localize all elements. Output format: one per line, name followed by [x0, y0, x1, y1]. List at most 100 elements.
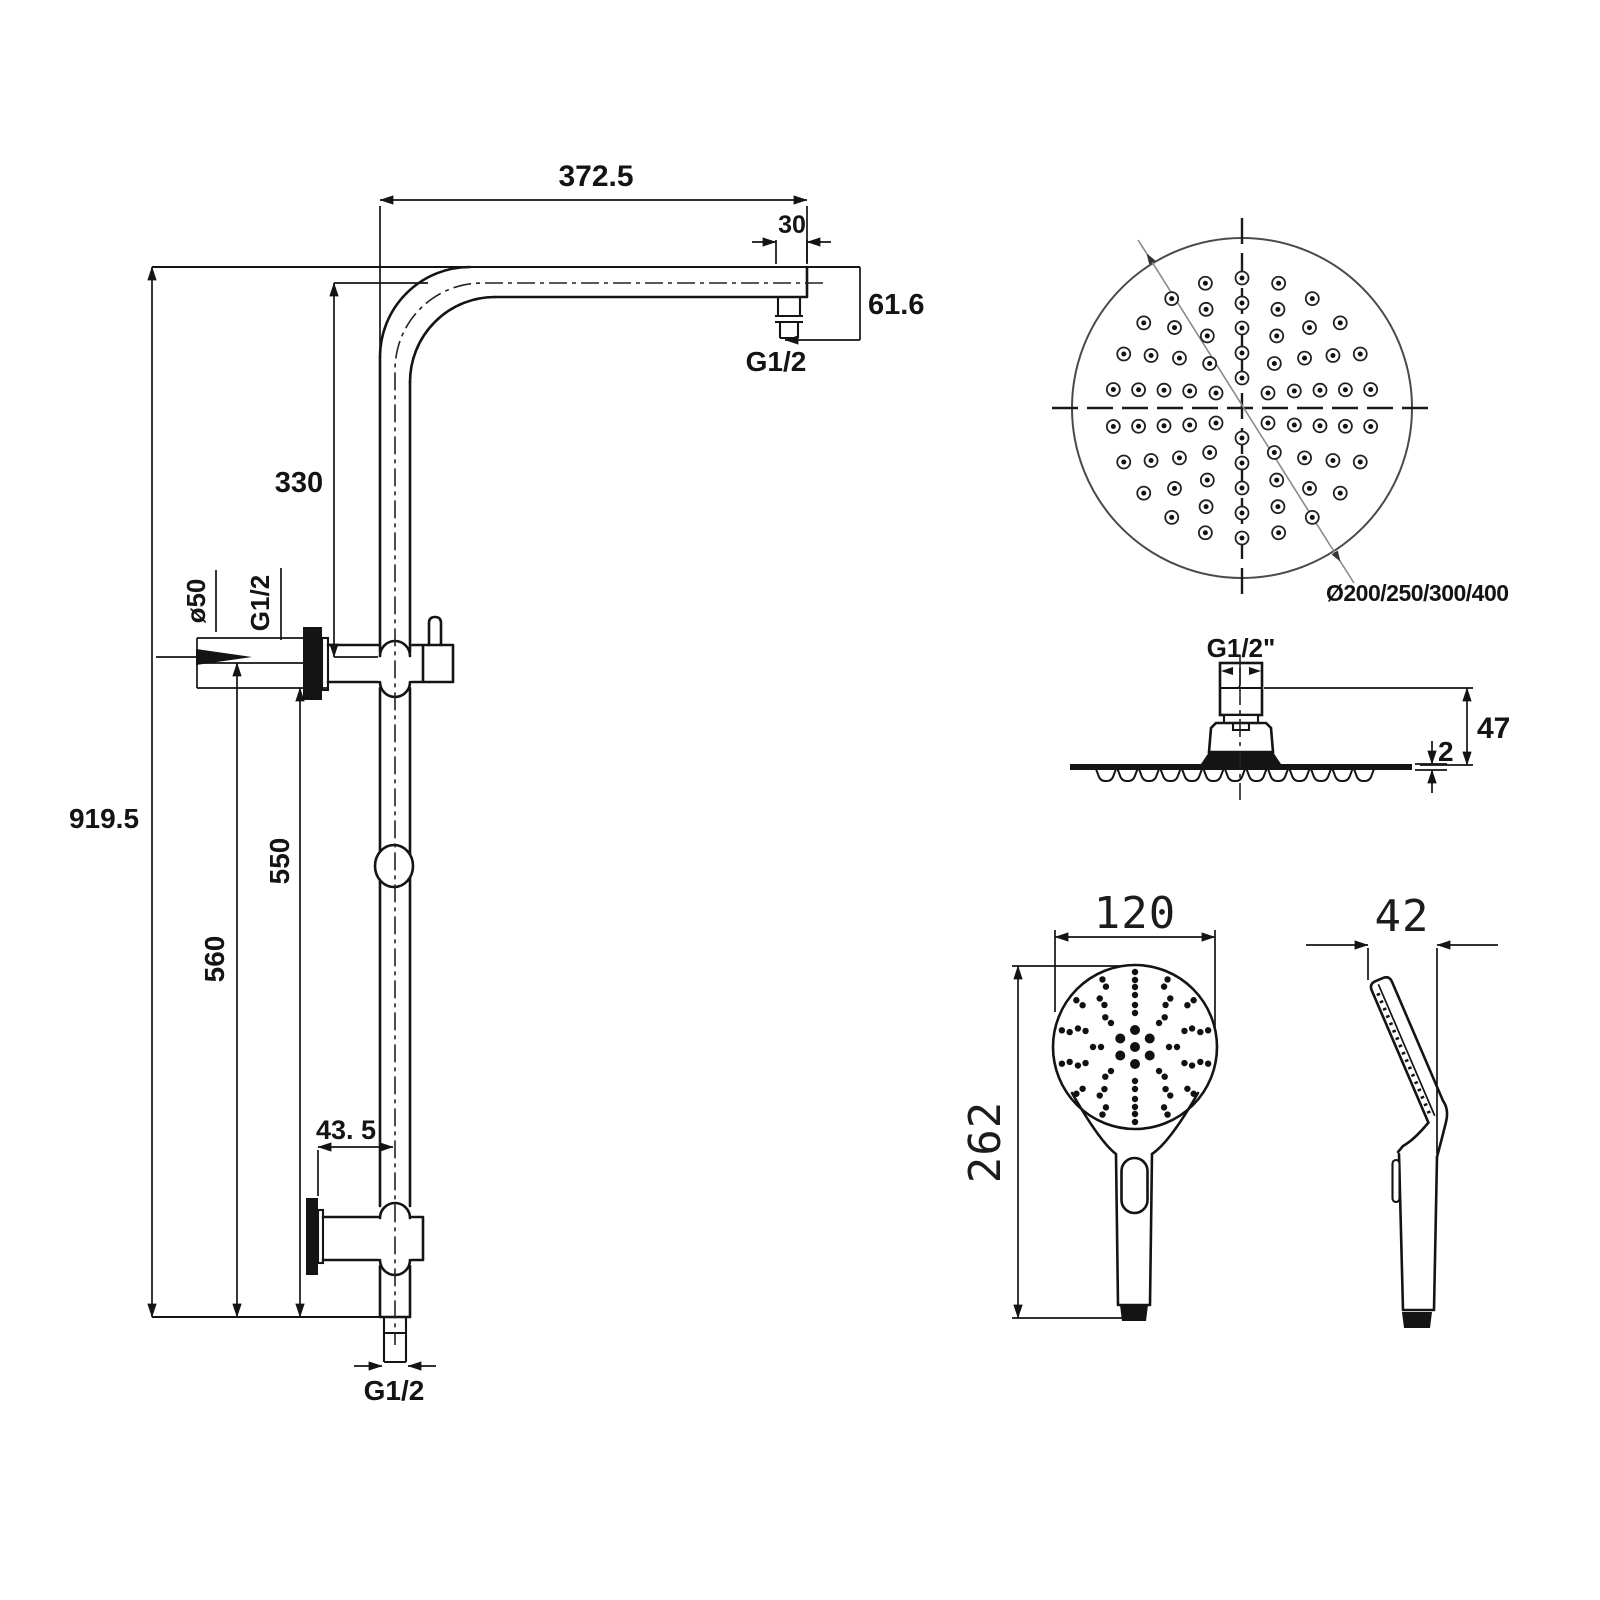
nozzle [1131, 1077, 1139, 1085]
arm-outlet-nipple [775, 297, 803, 340]
nozzle [1204, 1027, 1212, 1034]
head-diameter-line [1146, 253, 1341, 562]
nozzle [1181, 1059, 1188, 1067]
nozzle [1202, 768, 1225, 782]
nozzle [1099, 976, 1106, 983]
inlet-nut [1120, 1305, 1148, 1321]
dim-hand-length: 262 [960, 1101, 1011, 1183]
nozzle [1275, 504, 1281, 510]
nozzle [1131, 1110, 1139, 1118]
nozzle [1274, 477, 1280, 483]
stem-arrow-left [1221, 667, 1233, 675]
nozzle [1115, 1050, 1126, 1061]
nozzle [1267, 768, 1289, 782]
label-head-diameter-options: Ø200/250/300/400 [1326, 580, 1509, 606]
nozzle [1245, 768, 1268, 782]
nozzle [1203, 306, 1209, 312]
inlet-nut-profile [1402, 1312, 1432, 1328]
nozzle [1073, 997, 1080, 1004]
nozzle [1337, 490, 1343, 496]
nozzle [1274, 333, 1280, 339]
rain-head-top-view: Ø200/250/300/400 [1052, 218, 1509, 606]
nozzle [1202, 280, 1208, 286]
nozzle [1161, 387, 1167, 393]
nozzle [1239, 510, 1245, 516]
nozzle [1187, 422, 1193, 428]
nozzle [1164, 1111, 1171, 1118]
nozzle [1101, 1085, 1108, 1093]
nozzle [1213, 420, 1219, 426]
front-view: 372.5 30 61.6 G1/2 330 ø50 G1/2 919.5 55… [69, 160, 924, 1406]
nozzle [1107, 1019, 1115, 1027]
nozzle [1172, 325, 1178, 331]
nozzle [1130, 1059, 1140, 1069]
nozzle [1136, 387, 1142, 393]
nozzle [1239, 535, 1245, 541]
nozzle [1288, 768, 1311, 782]
slider-knob [373, 843, 415, 889]
holder-flange-plate [316, 1208, 325, 1265]
nozzle [1155, 1019, 1163, 1027]
arm-outer-curve [378, 265, 472, 359]
rail-lower [378, 686, 412, 1208]
dim-width-overall: 372.5 [558, 160, 633, 193]
nozzle [1337, 320, 1343, 326]
nozzle [1099, 1111, 1106, 1118]
face-plate-edge [1377, 983, 1436, 1117]
nozzle [1115, 1033, 1126, 1044]
nozzle [1239, 485, 1245, 491]
nozzle [1110, 424, 1116, 430]
shower-plate [1070, 764, 1412, 770]
nozzle [1131, 1001, 1139, 1009]
hand-shower-side-view: 42 [1306, 891, 1498, 1328]
cone-base [1201, 752, 1281, 764]
nozzle [1188, 1062, 1196, 1069]
dim-120-ext [1054, 930, 1216, 1030]
ball-joint-housing [1207, 721, 1275, 754]
nozzle [1082, 1059, 1089, 1067]
nozzle [1131, 976, 1139, 984]
nozzle [1271, 449, 1277, 455]
nozzle [1160, 1104, 1168, 1111]
nozzle [1271, 361, 1277, 367]
nozzle [1121, 351, 1127, 357]
nozzle [1317, 423, 1323, 429]
nozzle [1161, 1014, 1168, 1021]
nozzle [1172, 485, 1178, 491]
nozzle [1131, 983, 1139, 991]
nozzle [1089, 1043, 1097, 1051]
nozzle [1079, 1085, 1086, 1092]
nozzle [1276, 280, 1282, 286]
nozzle [1190, 997, 1197, 1004]
dim-30-ext [775, 240, 808, 264]
nozzle [1176, 355, 1182, 361]
nozzle [1207, 361, 1213, 367]
nozzle [1310, 768, 1332, 782]
arm-inner-curve [408, 295, 497, 384]
nozzle [1074, 1025, 1082, 1032]
nozzle [1097, 1043, 1105, 1051]
nozzle [1082, 1027, 1089, 1035]
nozzle [1203, 504, 1209, 510]
hand-nozzle-pattern [1058, 968, 1212, 1126]
nozzle [1239, 435, 1245, 441]
nozzle [1239, 275, 1245, 281]
label-bottom-outlet-thread: G1/2 [364, 1375, 425, 1406]
nozzle [1207, 449, 1213, 455]
dim-330-ext [334, 282, 428, 658]
nozzle [1291, 422, 1297, 428]
nozzle [1342, 423, 1348, 429]
nozzle [1204, 477, 1210, 483]
nozzle [1173, 1043, 1181, 1051]
nozzle [1141, 320, 1147, 326]
hand-shower-front-view: 120 262 [960, 888, 1219, 1321]
stem-hook-mark [1234, 668, 1241, 690]
nozzle [1074, 1062, 1082, 1069]
nozzle [1131, 1009, 1139, 1017]
nozzle [1107, 1067, 1115, 1075]
nozzle [1102, 983, 1110, 990]
nozzle [1368, 386, 1374, 392]
flange-leader-arrow [196, 649, 252, 665]
neck-right [1435, 1100, 1449, 1159]
